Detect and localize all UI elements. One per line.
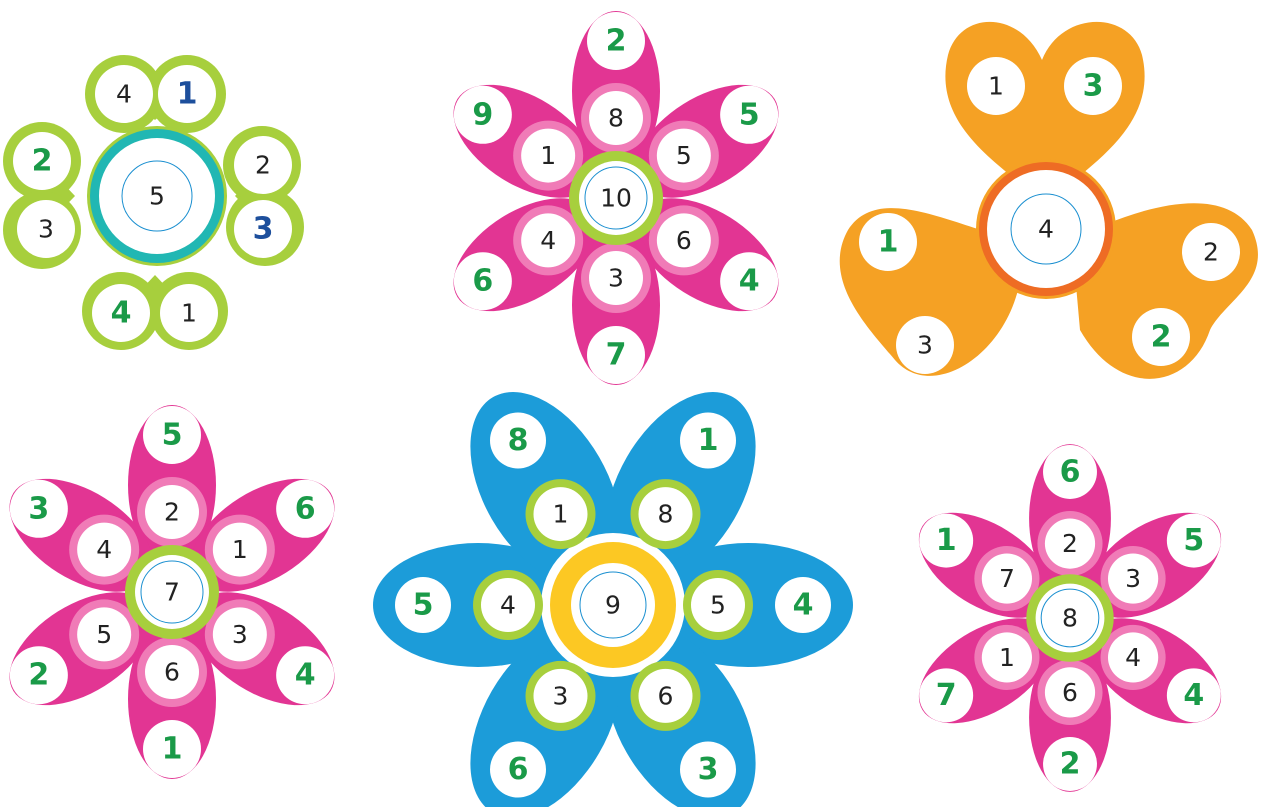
petal-given-number: 6 [658, 681, 674, 710]
petal-given-number: 7 [999, 564, 1015, 593]
petal-answer-number: 5 [162, 418, 183, 453]
petal-answer-number: 4 [111, 296, 132, 331]
petal-given-number: 6 [164, 658, 180, 687]
petal-answer-number: 6 [472, 264, 493, 299]
petal-answer-number: 1 [162, 732, 183, 767]
petal-answer-number: 4 [295, 658, 316, 693]
petal-answer-number: 2 [606, 24, 627, 59]
flower-5-flower: 8 1 5 4 6 3 3 6 4 5 1 8 9 [373, 366, 853, 807]
petal-answer-number: 6 [295, 491, 316, 526]
petal-answer-number: 6 [1060, 454, 1081, 489]
petal-given-number: 6 [1062, 678, 1078, 707]
petal-answer-number: 9 [472, 97, 493, 132]
petal-answer-number: 4 [1183, 678, 1204, 713]
petal-answer-number: 5 [413, 588, 434, 623]
flower-1-flower: 4 1 2 3 4 1 2 3 5 [3, 55, 304, 350]
petal-given-number: 3 [38, 215, 54, 244]
petal-answer-number: 2 [1060, 747, 1081, 782]
petal-given-number: 3 [232, 620, 248, 649]
petal-given-number: 1 [232, 535, 248, 564]
petal-given-number: 5 [676, 141, 692, 170]
center-total-number: 4 [1038, 215, 1054, 244]
petal-given-number: 1 [540, 141, 556, 170]
petal-given-number: 4 [500, 591, 516, 620]
petal-answer-number: 1 [698, 423, 719, 458]
petal-given-number: 4 [1125, 643, 1141, 672]
center-total-number: 8 [1062, 604, 1078, 633]
petal-given-number: 2 [1062, 529, 1078, 558]
petal-answer-number: 3 [28, 491, 49, 526]
petal-given-number: 4 [96, 535, 112, 564]
petal-answer-number: 3 [253, 212, 274, 247]
petal-answer-number: 8 [508, 423, 529, 458]
petal-answer-number: 7 [936, 678, 957, 713]
center-total-number: 5 [149, 182, 165, 211]
flower-4-flower: 2 5 1 6 3 4 6 1 5 2 4 3 7 [0, 405, 354, 779]
petal-given-number: 3 [608, 264, 624, 293]
petal-answer-number: 4 [793, 588, 814, 623]
petal-given-number: 3 [917, 331, 933, 360]
petal-given-number: 1 [999, 643, 1015, 672]
petal-given-number: 2 [255, 151, 271, 180]
petal-answer-number: 4 [739, 264, 760, 299]
petal-answer-number: 1 [878, 225, 899, 260]
petal-given-number: 4 [116, 80, 132, 109]
petal-answer-number: 6 [508, 752, 529, 787]
petal-given-number: 5 [96, 620, 112, 649]
petal-given-number: 1 [988, 72, 1004, 101]
petal-given-number: 3 [1125, 564, 1141, 593]
petal-given-number: 4 [540, 226, 556, 255]
flower-6-flower: 2 6 3 5 4 4 6 2 1 7 7 1 8 [901, 444, 1239, 792]
petal-given-number: 2 [1203, 238, 1219, 267]
flower-2-flower: 8 2 5 5 6 4 3 7 4 6 1 9 10 [434, 11, 798, 385]
flower-3-flower: 1 3 2 2 1 3 4 [840, 22, 1258, 379]
petal-answer-number: 2 [1151, 320, 1172, 355]
petal-given-number: 6 [676, 226, 692, 255]
petal-answer-number: 7 [606, 338, 627, 373]
center-total-number: 9 [605, 591, 621, 620]
petal-given-number: 1 [181, 299, 197, 328]
petal-given-number: 3 [553, 681, 569, 710]
center-total-number: 7 [164, 578, 180, 607]
petal-given-number: 2 [164, 498, 180, 527]
petal-answer-number: 2 [28, 658, 49, 693]
petal-answer-number: 3 [1083, 69, 1104, 104]
petal-answer-number: 5 [739, 97, 760, 132]
center-total-number: 10 [600, 184, 632, 213]
petal-given-number: 5 [710, 591, 726, 620]
petal-answer-number: 1 [936, 523, 957, 558]
petal-answer-number: 2 [32, 144, 53, 179]
petal-answer-number: 3 [698, 752, 719, 787]
petal-given-number: 1 [553, 500, 569, 529]
petal-answer-number: 5 [1183, 523, 1204, 558]
petal-answer-number: 1 [177, 77, 198, 112]
petal-given-number: 8 [608, 104, 624, 133]
petal-given-number: 8 [658, 500, 674, 529]
